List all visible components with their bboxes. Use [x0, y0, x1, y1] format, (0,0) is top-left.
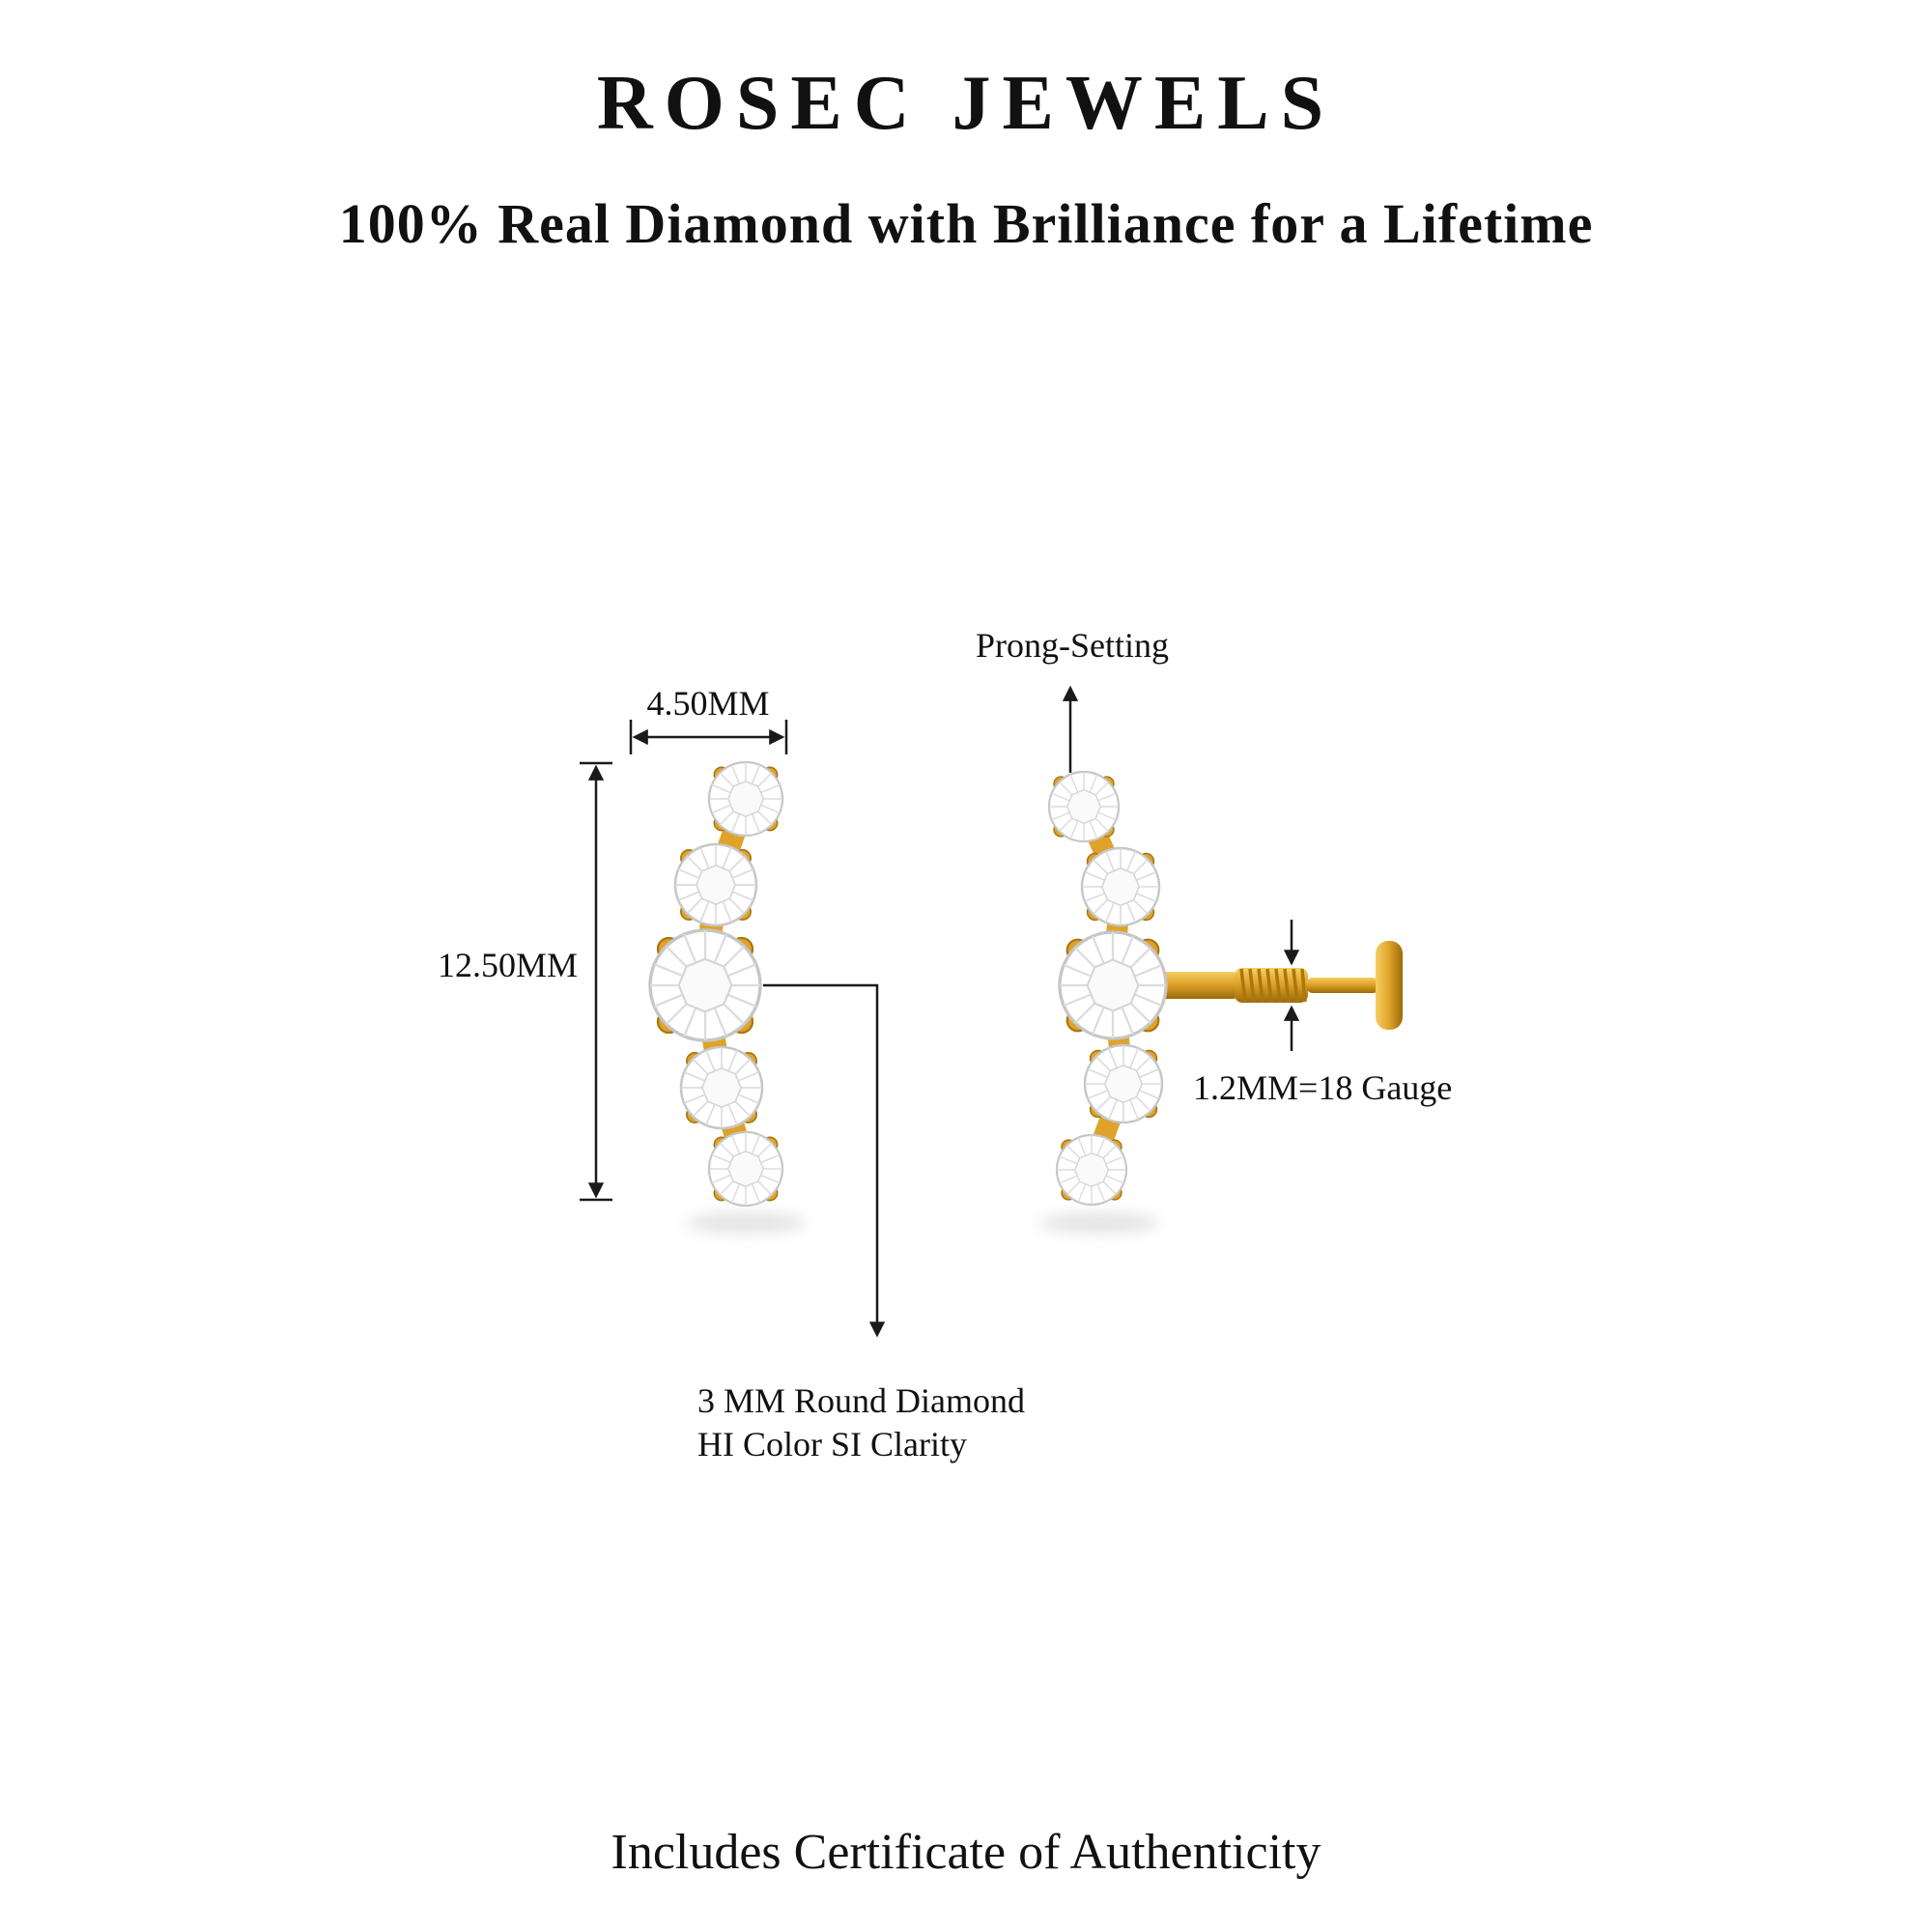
prong-setting-label: Prong-Setting: [975, 626, 1169, 665]
diamond-stone: [1058, 930, 1168, 1040]
stone-leader-line: [763, 983, 886, 1338]
diamond-stone: [679, 1045, 764, 1130]
gauge-label: 1.2MM=18 Gauge: [1193, 1068, 1453, 1107]
diamond-stone: [648, 928, 762, 1042]
certificate-note: Includes Certificate of Authenticity: [611, 1825, 1321, 1880]
diamond-stone: [1047, 770, 1121, 843]
diamond-stone: [1080, 846, 1161, 927]
diamond-stone: [707, 1130, 784, 1208]
flat-back-disc: [1376, 941, 1403, 1030]
diamond-stone: [673, 842, 758, 927]
height-dimension-label: 12.50MM: [437, 946, 578, 984]
dimension-height: [580, 761, 612, 1202]
width-dimension-label: 4.50MM: [646, 684, 770, 723]
stone-note-line1: 3 MM Round Diamond: [697, 1381, 1026, 1420]
dimension-width: [629, 720, 788, 754]
brand-title: ROSEC JEWELS: [596, 61, 1336, 146]
shadow: [686, 1212, 1159, 1234]
earring-front-view: [648, 760, 784, 1208]
labret-post: [1140, 941, 1403, 1030]
dimension-lines: [580, 685, 1300, 1338]
earring-side-view: [1047, 770, 1403, 1207]
diamond-stone: [1083, 1043, 1164, 1124]
diamond-stone: [1055, 1133, 1128, 1207]
brand-tagline: 100% Real Diamond with Brilliance for a …: [338, 192, 1594, 255]
diamond-stone: [707, 760, 784, 838]
stone-note-line2: HI Color SI Clarity: [697, 1425, 967, 1463]
stone-note: 3 MM Round Diamond HI Color SI Clarity: [697, 1379, 1025, 1466]
